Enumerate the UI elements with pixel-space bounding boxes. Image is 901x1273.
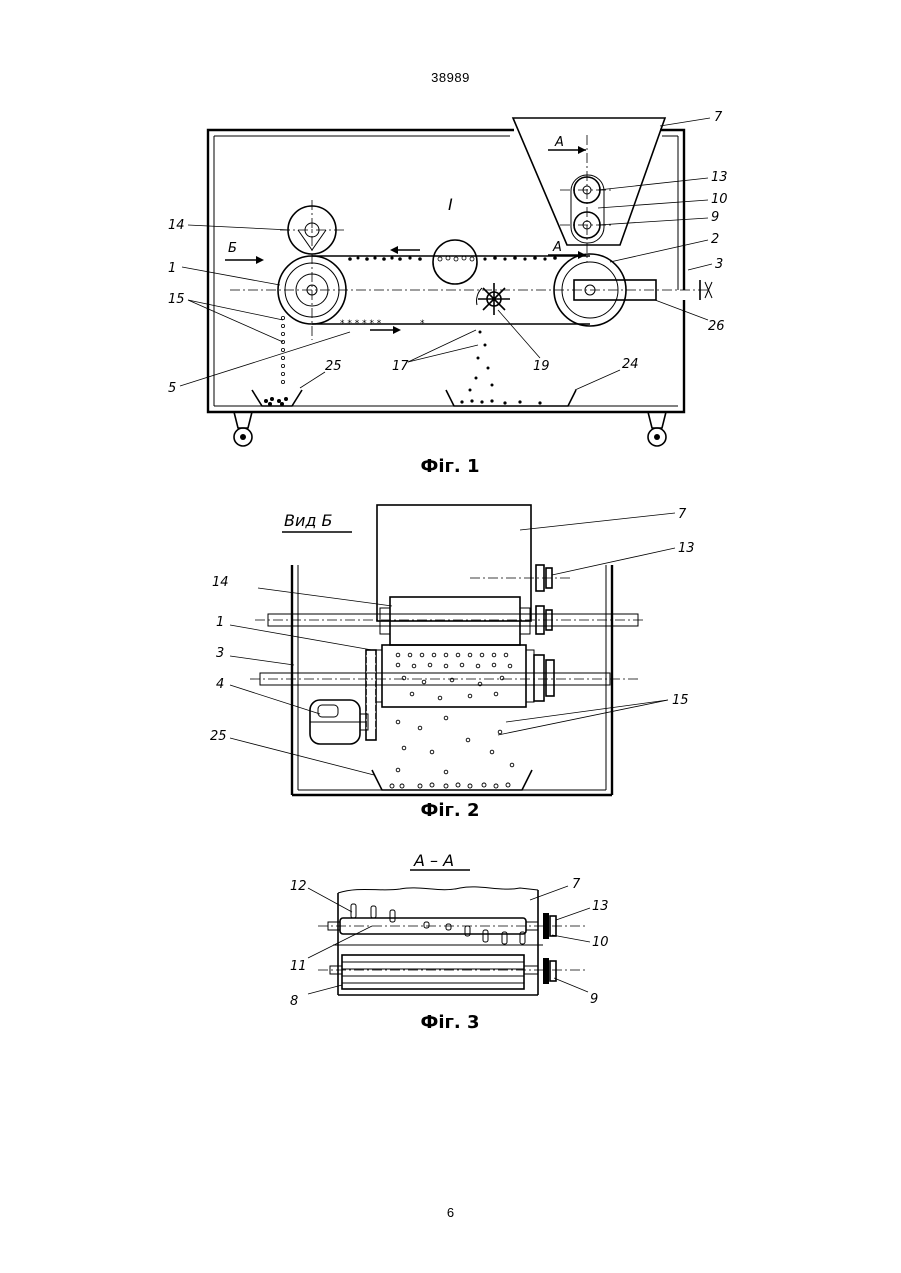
brush-19: [478, 283, 510, 315]
fig1-label-9: 9: [711, 210, 719, 225]
svg-text:*: *: [420, 319, 425, 329]
fig1-label-5: 5: [168, 381, 176, 396]
housing-right-upper: [660, 130, 684, 290]
figure-1-caption: Фіг. 1: [350, 456, 550, 477]
fig1-label-7: 7: [714, 110, 723, 125]
detail-I: [433, 240, 477, 284]
section-marker-a-top: А: [554, 135, 564, 150]
fig1-label-24: 24: [622, 357, 639, 372]
hopper: [513, 118, 665, 245]
fig1-label-15: 15: [168, 292, 185, 307]
fig1-label-26: 26: [708, 319, 725, 334]
fig1-label-19: 19: [533, 359, 550, 374]
detail-I-label: I: [448, 195, 453, 214]
bin-24: [446, 390, 576, 406]
fig1-label-25: 25: [325, 359, 342, 374]
view-marker-b: Б: [228, 241, 237, 256]
fig1-label-3: 3: [715, 257, 723, 272]
fig1-label-10: 10: [711, 192, 728, 207]
figure-3-caption: Фіг. 3: [350, 1012, 550, 1033]
housing-frame: [208, 130, 684, 412]
fig1-label-1: 1: [168, 261, 176, 276]
section-marker-a-bottom: А: [552, 240, 562, 255]
bin-25: [252, 390, 302, 406]
fig1-label-13: 13: [711, 170, 728, 185]
page-number: 6: [0, 1205, 901, 1220]
figure-2-caption: Фіг. 2: [350, 800, 550, 821]
fig1-label-14: 14: [168, 218, 185, 233]
fig1-label-17: 17: [392, 359, 409, 374]
fig1-label-2: 2: [711, 232, 719, 247]
svg-text:* * * * * *: * * * * * *: [340, 319, 382, 329]
